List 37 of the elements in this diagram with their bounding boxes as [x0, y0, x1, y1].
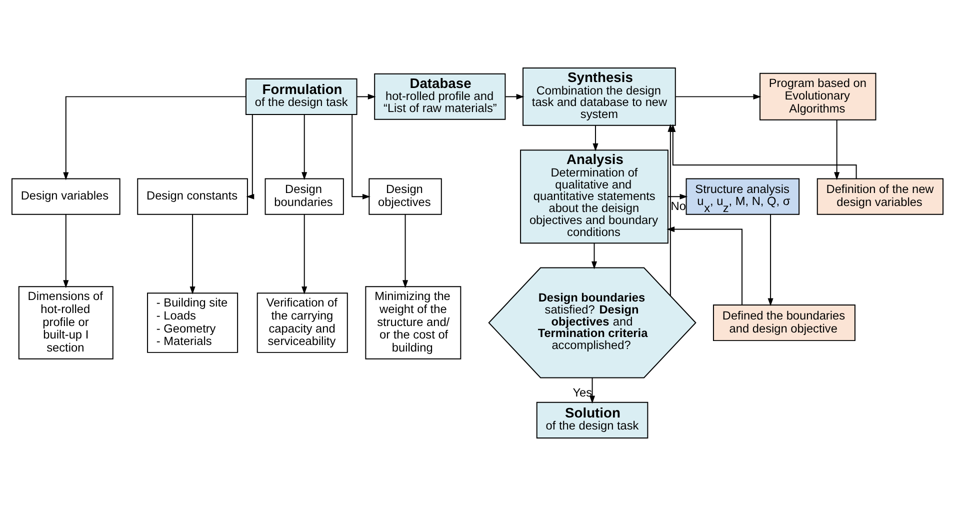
edge-label: No [670, 199, 686, 214]
node-box: Formulation of the design task [245, 78, 358, 115]
arrow [668, 194, 688, 200]
node-box: Defined the boundaries and design objective [712, 304, 856, 342]
node-box: Database hot-rolled profile and “List of raw materials” [374, 73, 506, 120]
node-box: Solution of the design task [536, 402, 648, 439]
arrow [402, 214, 408, 288]
edge-label: Yes [572, 385, 592, 400]
arrow [352, 114, 370, 200]
node-box: Definition of the new design variables [816, 178, 944, 215]
arrow [668, 124, 674, 296]
arrow [63, 214, 69, 288]
arrow [356, 94, 376, 100]
arrow [666, 226, 742, 306]
arrow [302, 114, 308, 180]
node-box: Verification of the carrying capacity and serviceability [256, 292, 348, 353]
arrow [591, 242, 598, 270]
arrow [63, 96, 246, 180]
node-box: Minimizing the weight of the structure and/ or the cost of building [365, 286, 462, 360]
arrow [190, 214, 196, 294]
node-box: Analysis Determination of qualitative and quantitative statements about the deisign objectives and boundary conditions [520, 150, 668, 244]
arrow [590, 377, 596, 404]
node-box: Design boundaries [264, 178, 344, 215]
node-box: Design variables [11, 178, 120, 215]
node-box: Design constants [137, 178, 248, 215]
arrow [505, 94, 524, 100]
arrow [768, 214, 774, 306]
arrow [675, 94, 762, 100]
arrow [302, 214, 308, 294]
arrow [592, 125, 598, 152]
arrow [834, 120, 840, 180]
node-box: Program based on Evolutionary Algorithms [759, 72, 876, 120]
node-box: Dimensions of hot-rolled profile or built-up I section [18, 286, 114, 360]
node-box: Design objectives [368, 178, 442, 215]
arrow [246, 114, 254, 200]
node-box: Synthesis Combination the design task and database to new system [522, 67, 676, 126]
node-box: - Building site - Loads - Geometry - Materials [147, 292, 238, 353]
